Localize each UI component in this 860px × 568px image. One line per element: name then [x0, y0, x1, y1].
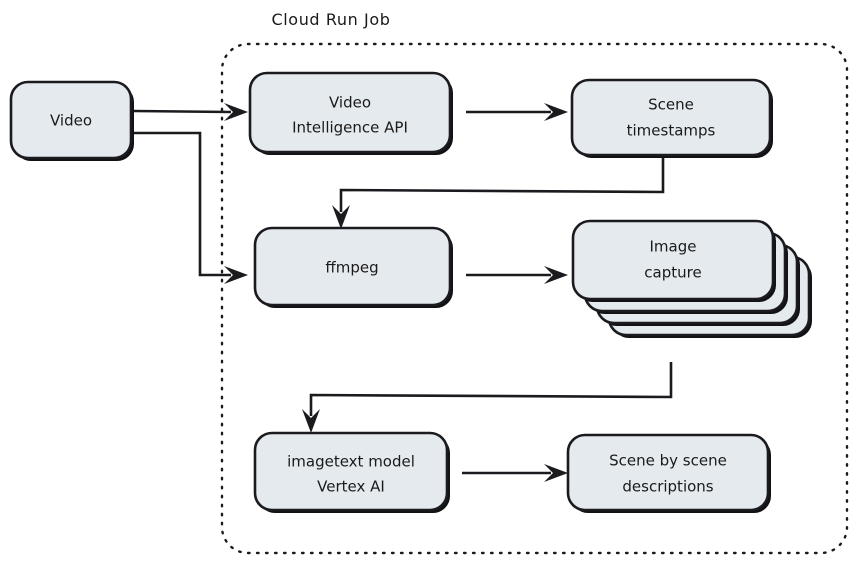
- edge-api-to-timestamps: [466, 103, 568, 121]
- node-ffmpeg[interactable]: ffmpeg: [253, 226, 453, 308]
- node-imagetext-model-label-line1: imagetext model: [287, 453, 415, 471]
- node-scene-descriptions-label-line2: descriptions: [622, 478, 713, 496]
- group-dotted-border: [220, 42, 849, 555]
- node-scene-timestamps[interactable]: Scene timestamps: [570, 78, 773, 158]
- node-image-capture-label-line2: capture: [644, 264, 701, 282]
- node-imagetext-model-label-line2: Vertex AI: [317, 478, 385, 496]
- node-image-capture[interactable]: Image capture: [571, 219, 812, 338]
- node-scene-timestamps-label-line1: Scene: [648, 96, 694, 114]
- image-capture-stack-layer-1: [571, 219, 775, 301]
- edge-ffmpeg-to-image-capture: [466, 266, 568, 284]
- node-video-intelligence-api-label-line1: Video: [329, 94, 371, 112]
- node-image-capture-label-line1: Image: [650, 238, 697, 256]
- edge-imagetext-to-descriptions: [462, 464, 568, 482]
- node-ffmpeg-label: ffmpeg: [325, 259, 378, 277]
- node-video[interactable]: Video: [9, 80, 134, 161]
- edge-image-capture-to-imagetext: [302, 362, 673, 433]
- edge-video-to-api: [133, 103, 248, 121]
- node-scene-descriptions[interactable]: Scene by scene descriptions: [566, 433, 771, 513]
- edges-layer: [133, 103, 673, 482]
- edge-video-to-ffmpeg: [134, 131, 248, 284]
- cloud-run-job-group: Cloud Run Job: [220, 10, 849, 555]
- node-video-intelligence-api-label-line2: Intelligence API: [292, 119, 408, 137]
- node-scene-descriptions-label-line1: Scene by scene: [609, 452, 727, 470]
- group-title-label: Cloud Run Job: [271, 10, 390, 29]
- node-imagetext-model[interactable]: imagetext model Vertex AI: [253, 431, 450, 513]
- node-video-intelligence-api[interactable]: Video Intelligence API: [248, 71, 453, 155]
- node-video-label: Video: [50, 112, 92, 130]
- node-scene-timestamps-label-line2: timestamps: [627, 122, 716, 140]
- edge-timestamps-to-ffmpeg: [332, 157, 665, 229]
